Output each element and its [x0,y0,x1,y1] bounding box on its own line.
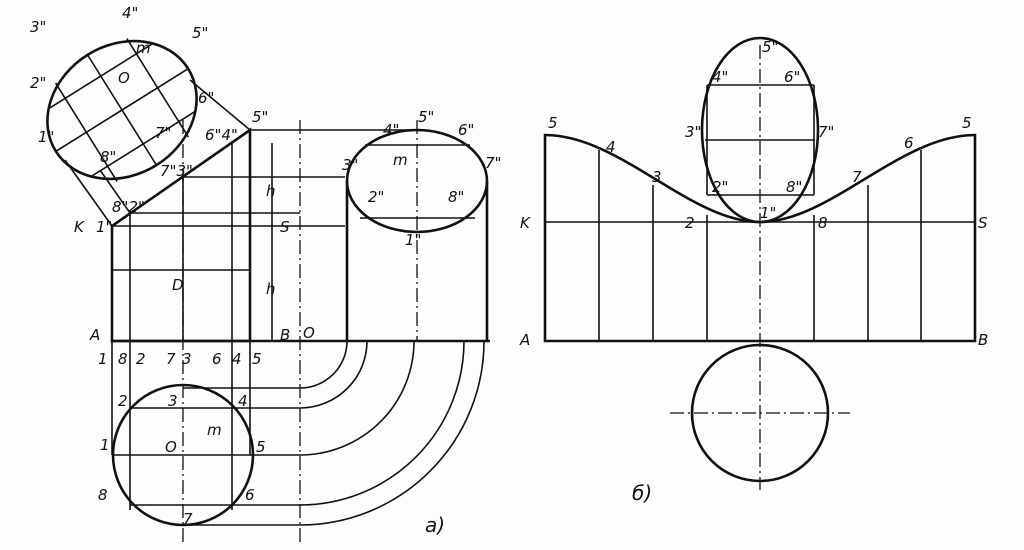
label: 6"4" [205,126,238,144]
label: 7"3" [160,162,193,180]
label: B [978,331,988,349]
label: 5 [252,350,262,368]
label: 5" [192,24,208,42]
label: O [303,324,315,342]
label: 3" [30,18,46,36]
caption-a: а) [425,513,445,537]
label: 4 [232,350,242,368]
label: 6 [212,350,222,368]
label: 1" [96,218,112,236]
label: 8"2" [112,198,145,216]
development-view [543,36,977,490]
label: 6" [784,68,800,86]
label: 7 [166,350,176,368]
label: 3 [168,392,178,410]
side-view [345,120,489,341]
label: O [165,438,177,456]
label: h [266,182,276,200]
label: 4 [606,138,616,156]
label: 8" [100,148,116,166]
label: 4 [238,392,248,410]
label: 6" [458,121,474,139]
label: 7" [155,124,171,142]
label: 7" [485,154,501,172]
label: 7" [818,123,834,141]
label: 2" [30,74,46,92]
label: K [520,214,531,232]
plan-view [111,340,485,527]
label: D [172,276,184,294]
label: 5 [256,438,266,456]
label: 3" [685,123,701,141]
label: A [519,331,530,349]
label: 1" [760,204,776,222]
label: 6 [245,486,255,504]
label: m [207,421,222,439]
label: 8" [786,178,802,196]
label: 2" [368,188,384,206]
label: 6 [904,134,914,152]
label: 4" [712,68,728,86]
label: 4" [383,121,399,139]
label: 1" [38,128,54,146]
label: O [118,69,130,87]
label: 5 [962,114,972,132]
label: K [74,218,85,236]
label: 8" [448,188,464,206]
label: h [266,280,276,298]
label: 2" [712,178,728,196]
label: 3" [342,156,358,174]
label: 5" [252,108,268,126]
label: B [280,326,290,344]
label: A [89,326,100,344]
label: 2 [118,392,128,410]
front-view [110,120,490,545]
label: 3 [182,350,192,368]
label: 1 [100,436,110,454]
label: 8 [98,486,108,504]
label: S [978,214,988,232]
label: m [136,39,151,57]
label: 3 [652,168,662,186]
label: 5 [548,114,558,132]
label: 7 [183,510,193,528]
label: m [393,151,408,169]
label: 1 [98,350,108,368]
caption-b: б) [632,481,652,505]
label: 8 [118,350,128,368]
tilted-section [46,38,198,182]
label: 5" [418,108,434,126]
label: 2 [136,350,146,368]
label: 4" [122,4,138,22]
label: 7 [852,168,862,186]
label: 1" [405,231,421,249]
label: 6" [198,89,214,107]
label: 5" [762,38,778,56]
label: 8 [818,214,828,232]
label: S [280,218,290,236]
label: 2 [685,214,695,232]
